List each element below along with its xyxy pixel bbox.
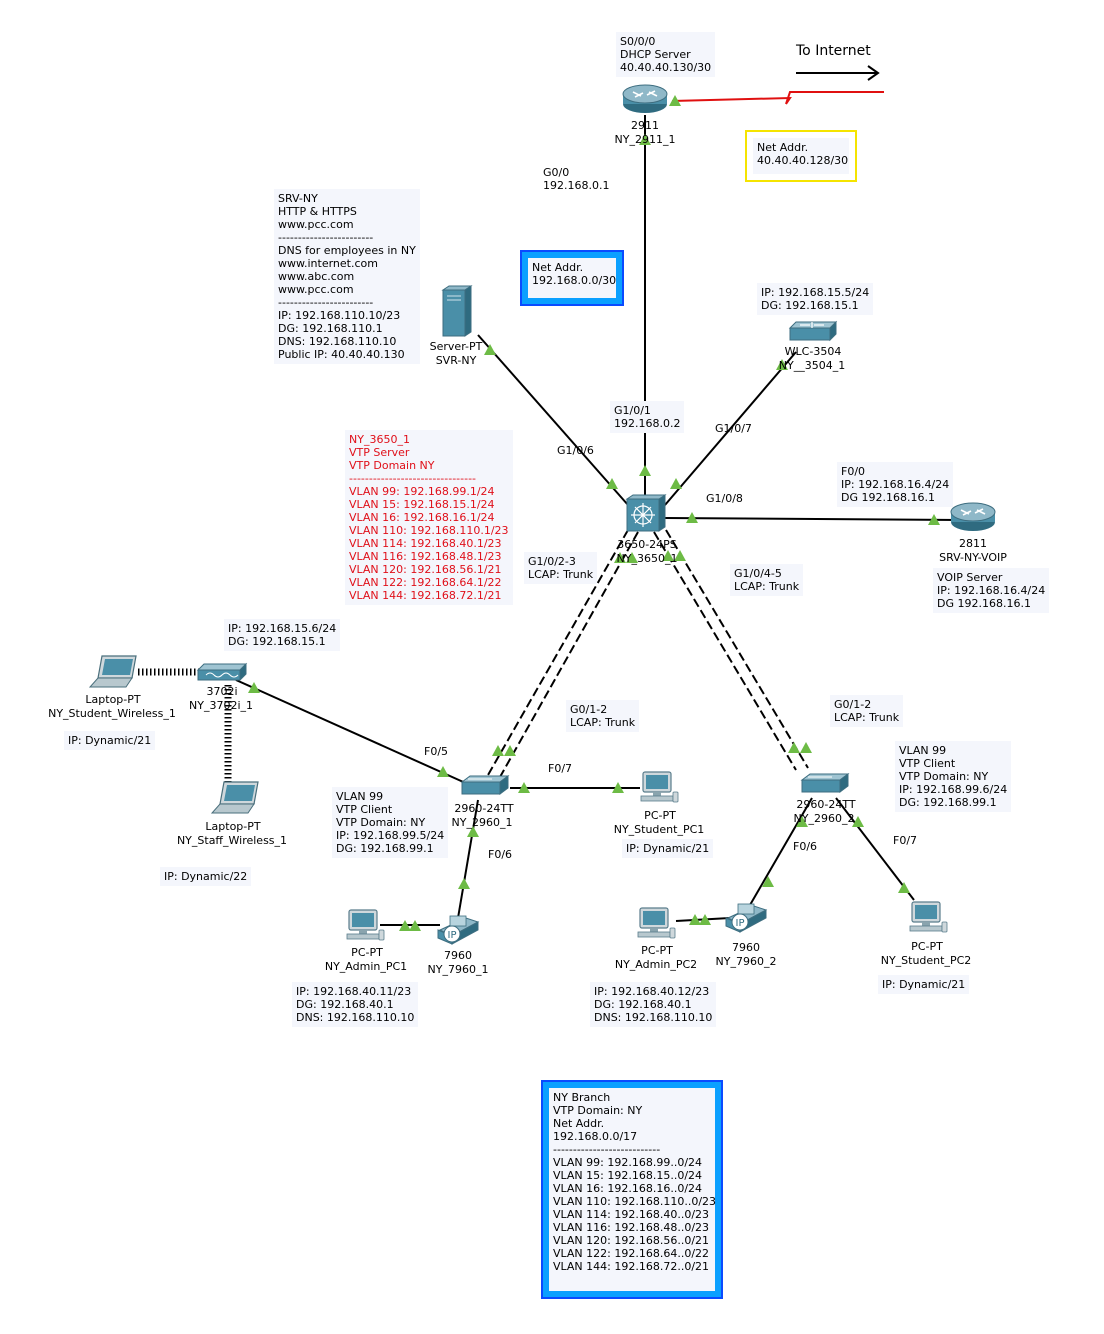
core-trunk1-label: G1/0/2-3 LCAP: Trunk [524,552,598,584]
server-model: Server-PT [429,340,483,353]
admin-pc2-model: PC-PT [641,944,673,957]
admin-pc2-note: IP: 192.168.40.12/23 DG: 192.168.40.1 DN… [590,982,717,1027]
phone1-name: NY_7960_1 [427,963,489,976]
ap-port-label: F0/5 [424,745,449,758]
student-pc2-name: NY_Student_PC2 [880,954,972,967]
router-name: NY_2911_1 [614,133,676,146]
laptop-student-ip: IP: Dynamic/21 [64,731,156,750]
sw2-model: 2960-24TT [796,798,856,811]
student-pc2-model: PC-PT [911,940,943,953]
student-pc1-name: NY_Student_PC1 [613,823,705,836]
core-vlan-note: NY_3650_1 VTP Server VTP Domain NY -----… [345,430,513,605]
ap-model: 3702i [206,685,238,698]
sw2-icon[interactable] [801,773,849,793]
laptop-student-model: Laptop-PT [85,693,141,706]
link-server-core [477,334,629,506]
sw1-model: 2960-24TT [454,802,514,815]
summary-box: NY Branch VTP Domain: NY Net Addr. 192.1… [541,1080,723,1299]
internet-label: To Internet [796,43,871,59]
link-sw2-studentpc2 [835,797,915,901]
wlc-name: NY__3504_1 [778,359,846,372]
core-trunk2-label: G1/0/4-5 LCAP: Trunk [730,564,804,596]
wan-net-text: Net Addr. 40.40.40.128/30 [753,138,849,174]
voip-router-model: 2811 [959,537,987,550]
voip-router-icon[interactable] [950,502,996,532]
wan-link [671,91,884,105]
voip-server-note: VOIP Server IP: 192.168.16.4/24 DG 192.1… [933,568,1050,613]
admin-pc1-icon[interactable] [346,909,385,941]
voip-f00-note: F0/0 IP: 192.168.16.4/24 DG 192.168.16.1 [837,462,954,507]
wlc-icon[interactable] [788,320,838,342]
wlc-note: IP: 192.168.15.5/24 DG: 192.168.15.1 [757,283,874,315]
ap-note: IP: 192.168.15.6/24 DG: 192.168.15.1 [224,619,341,651]
router-s000-note: S0/0/0 DHCP Server 40.40.40.130/30 [616,32,716,77]
wlc-port-label: G1/0/7 [715,422,752,435]
sw1-name: NY_2960_1 [451,816,513,829]
student-pc1-model: PC-PT [644,809,676,822]
ap-icon[interactable] [196,662,248,682]
core-uplink-label: G1/0/1 192.168.0.2 [610,401,685,433]
router-model: 2911 [631,119,659,132]
core-model: 3650-24PS [617,538,677,551]
sw2-f06-label: F0/6 [793,840,818,853]
voip-router-name: SRV-NY-VOIP [939,551,1007,564]
phone2-icon[interactable] [725,903,767,933]
server-name: SVR-NY [435,354,477,367]
core-name: NY_3650_1 [616,552,678,565]
admin-pc1-model: PC-PT [351,946,383,959]
phone1-icon[interactable] [437,915,479,945]
trunk-core-sw2-b [665,529,809,769]
sw2-note: VLAN 99 VTP Client VTP Domain: NY IP: 19… [895,741,1012,812]
laptop-staff-ip: IP: Dynamic/22 [160,867,252,886]
laptop-student-icon[interactable] [89,655,137,688]
trunk-core-sw1-b [499,531,639,778]
trunk-core-sw1-a [487,529,629,776]
laptop-staff-name: NY_Staff_Wireless_1 [176,834,288,847]
phone1-model: 7960 [444,949,472,962]
router-icon[interactable] [622,84,668,114]
sw1-icon[interactable] [461,775,509,795]
laptop-student-name: NY_Student_Wireless_1 [48,707,176,720]
phone2-name: NY_7960_2 [715,955,777,968]
student-pc1-ip: IP: Dynamic/21 [622,839,714,858]
core-switch-icon[interactable] [625,494,667,532]
summary-text: NY Branch VTP Domain: NY Net Addr. 192.1… [549,1088,716,1291]
core-voip-port: G1/0/8 [706,492,743,505]
sw1-f06-label: F0/6 [488,848,513,861]
sw1-note: VLAN 99 VTP Client VTP Domain: NY IP: 19… [332,787,449,858]
laptop-staff-icon[interactable] [211,781,259,814]
admin-pc2-name: NY_Admin_PC2 [614,958,698,971]
sw1-f07-label: F0/7 [548,762,573,775]
admin-pc1-name: NY_Admin_PC1 [324,960,408,973]
student-pc1-icon[interactable] [640,771,679,803]
link-ap-sw1 [235,679,471,786]
wan-net-box: Net Addr. 40.40.40.128/30 [745,130,857,182]
link-sw1-phone1 [457,799,479,919]
lan-net-box: Net Addr. 192.168.0.0/30 [520,250,624,306]
sw2-name: NY_2960_2 [793,812,855,825]
sw2-trunk-label: G0/1-2 LCAP: Trunk [830,695,904,727]
server-note: SRV-NY HTTP & HTTPS www.pcc.com --------… [274,189,420,364]
phone2-model: 7960 [732,941,760,954]
admin-pc1-note: IP: 192.168.40.11/23 DG: 192.168.40.1 DN… [292,982,419,1027]
lan-net-text: Net Addr. 192.168.0.0/30 [528,258,616,298]
ap-name: NY_3702i_1 [189,699,253,712]
trunk-core-sw2-a [653,531,797,771]
link-sw2-phone2 [749,797,813,906]
link-wlc-core [664,351,797,506]
wlc-model: WLC-3504 [784,345,842,358]
internet-arrow-head [867,65,880,81]
router-g00-label: G0/0 192.168.0.1 [543,166,610,192]
server-port-label: G1/0/6 [557,444,594,457]
laptop-staff-model: Laptop-PT [205,820,261,833]
sw2-f07-label: F0/7 [893,834,918,847]
student-pc2-ip: IP: Dynamic/21 [878,975,970,994]
sw1-trunk-label: G0/1-2 LCAP: Trunk [566,700,640,732]
admin-pc2-icon[interactable] [637,907,676,939]
server-icon[interactable] [441,285,473,337]
student-pc2-icon[interactable] [909,901,948,933]
link-voip-core [664,517,961,521]
